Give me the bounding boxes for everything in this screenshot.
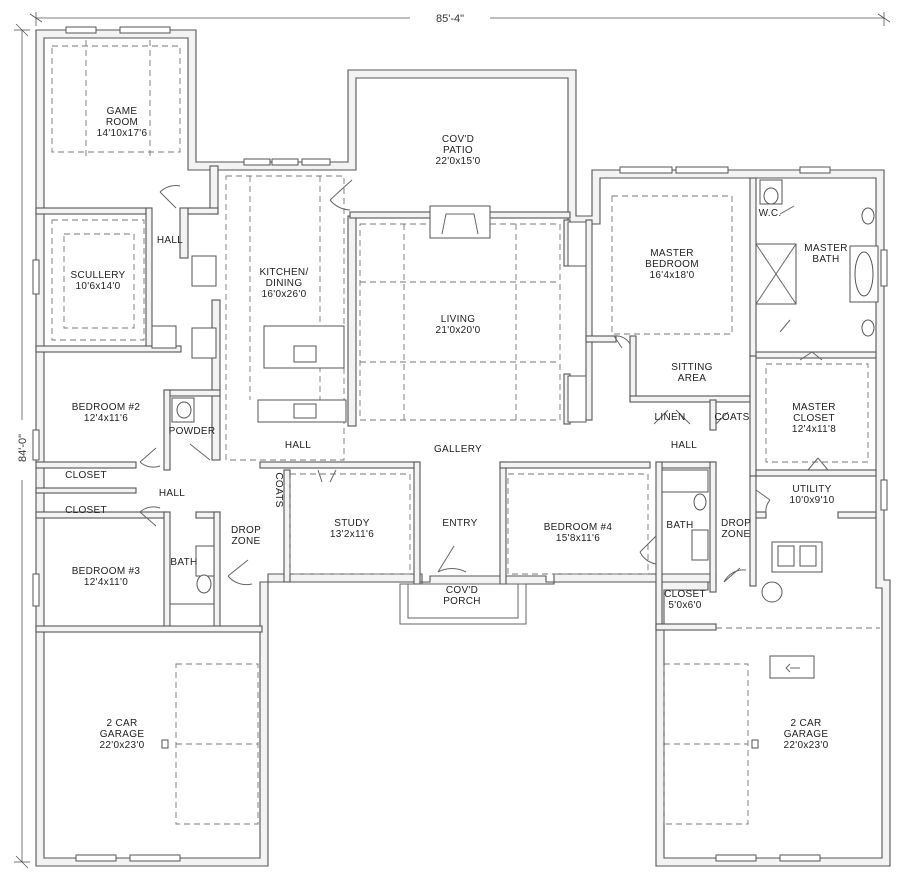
master-bedroom-size: 16'4x18'0 bbox=[650, 270, 695, 281]
drop-zone-right: DROP ZONE bbox=[721, 518, 751, 540]
garage-right-label-2: GARAGE bbox=[784, 729, 829, 740]
gallery-label: GALLERY bbox=[434, 444, 482, 455]
study-label: STUDY bbox=[334, 518, 369, 529]
closet-right-label: CLOSET bbox=[664, 589, 706, 600]
master-bedroom: MASTER BEDROOM 16'4x18'0 bbox=[645, 248, 699, 281]
covd-patio-label-2: PATIO bbox=[443, 145, 473, 156]
master-closet-label-1: MASTER bbox=[792, 402, 835, 413]
covd-patio-label-1: COV'D bbox=[442, 134, 474, 145]
garage-left-label-1: 2 CAR bbox=[107, 718, 138, 729]
garage-left: 2 CAR GARAGE 22'0x23'0 bbox=[100, 718, 145, 751]
closet-right-size: 5'0x6'0 bbox=[668, 600, 701, 611]
covd-patio-size: 22'0x15'0 bbox=[436, 156, 481, 167]
ceiling-lines bbox=[51, 40, 880, 825]
drop-zone-right-label-2: ZONE bbox=[722, 529, 751, 540]
master-bath-label-2: BATH bbox=[812, 254, 839, 265]
game-room-label-1: GAME bbox=[107, 106, 138, 117]
master-bath: MASTER BATH bbox=[804, 243, 847, 265]
kitchen-label-1: KITCHEN/ bbox=[259, 267, 308, 278]
drop-zone-left-label-2: ZONE bbox=[232, 536, 261, 547]
utility-size: 10'0x9'10 bbox=[790, 495, 835, 506]
master-bedroom-label-2: BEDROOM bbox=[645, 259, 699, 270]
fixtures bbox=[151, 179, 879, 749]
garage-right-label-1: 2 CAR bbox=[791, 718, 822, 729]
bedroom2-label: BEDROOM #2 bbox=[72, 402, 141, 413]
living-size: 21'0x20'0 bbox=[436, 325, 481, 336]
master-bath-label-1: MASTER bbox=[804, 243, 847, 254]
covd-porch-label-1: COV'D bbox=[446, 585, 478, 596]
bedroom4-label: BEDROOM #4 bbox=[544, 522, 613, 533]
bedroom-4: BEDROOM #4 15'8x11'6 bbox=[544, 522, 613, 544]
powder-label: POWDER bbox=[169, 426, 216, 437]
garage-right-size: 22'0x23'0 bbox=[784, 740, 829, 751]
coats-left-label: COATS bbox=[273, 472, 284, 507]
hall-upper-label: HALL bbox=[157, 235, 183, 246]
hall-left-label: HALL bbox=[159, 488, 185, 499]
drop-zone-right-label-1: DROP bbox=[721, 518, 751, 529]
covd-porch-label-2: PORCH bbox=[443, 596, 481, 607]
closet-right: CLOSET 5'0x6'0 bbox=[664, 589, 706, 611]
width-dimension: 85'-4" bbox=[436, 13, 464, 25]
scullery-label: SCULLERY bbox=[70, 270, 125, 281]
study-size: 13'2x11'6 bbox=[330, 529, 374, 540]
drop-zone-left: DROP ZONE bbox=[231, 525, 261, 547]
covd-patio: COV'D PATIO 22'0x15'0 bbox=[436, 134, 481, 167]
scullery: SCULLERY 10'6x14'0 bbox=[70, 270, 125, 292]
master-bedroom-label-1: MASTER bbox=[650, 248, 693, 259]
study: STUDY 13'2x11'6 bbox=[330, 518, 374, 540]
garage-left-size: 22'0x23'0 bbox=[100, 740, 145, 751]
sitting-area-label-1: SITTING bbox=[671, 362, 713, 373]
coats-right-label: COATS bbox=[714, 412, 749, 423]
kitchen-dining: KITCHEN/ DINING 16'0x26'0 bbox=[259, 267, 308, 300]
room-labels: GAME ROOM 14'10x17'6 COV'D PATIO 22'0x15… bbox=[65, 106, 847, 751]
doors bbox=[139, 179, 829, 586]
entry-label: ENTRY bbox=[442, 518, 477, 529]
game-room-label-2: ROOM bbox=[106, 117, 138, 128]
bath-left-label: BATH bbox=[170, 557, 197, 568]
living: LIVING 21'0x20'0 bbox=[436, 314, 481, 336]
depth-dimension: 84'-0" bbox=[17, 434, 29, 462]
wc-label: W.C. bbox=[759, 208, 782, 219]
bedroom2-size: 12'4x11'6 bbox=[84, 413, 128, 424]
windows bbox=[32, 26, 888, 862]
bedroom-2: BEDROOM #2 12'4x11'6 bbox=[72, 402, 141, 424]
utility-label: UTILITY bbox=[792, 484, 831, 495]
bedroom3-label: BEDROOM #3 bbox=[72, 566, 141, 577]
closet-a-label: CLOSET bbox=[65, 470, 107, 481]
bath-right-label: BATH bbox=[666, 520, 693, 531]
closet-b-label: CLOSET bbox=[65, 505, 107, 516]
garage-left-label-2: GARAGE bbox=[100, 729, 145, 740]
kitchen-label-2: DINING bbox=[266, 278, 303, 289]
game-room: GAME ROOM 14'10x17'6 bbox=[97, 106, 148, 139]
master-closet: MASTER CLOSET 12'4x11'8 bbox=[792, 402, 836, 435]
drop-zone-left-label-1: DROP bbox=[231, 525, 261, 536]
utility: UTILITY 10'0x9'10 bbox=[790, 484, 835, 506]
bedroom4-size: 15'8x11'6 bbox=[556, 533, 600, 544]
exterior-walls bbox=[35, 29, 891, 867]
master-closet-label-2: CLOSET bbox=[793, 413, 835, 424]
covd-porch: COV'D PORCH bbox=[443, 585, 481, 607]
kitchen-size: 16'0x26'0 bbox=[262, 289, 307, 300]
bedroom-3: BEDROOM #3 12'4x11'0 bbox=[72, 566, 141, 588]
scullery-size: 10'6x14'0 bbox=[76, 281, 121, 292]
sitting-area: SITTING AREA bbox=[671, 362, 713, 384]
game-room-size: 14'10x17'6 bbox=[97, 128, 148, 139]
master-closet-size: 12'4x11'8 bbox=[792, 424, 836, 435]
bedroom3-size: 12'4x11'0 bbox=[84, 577, 128, 588]
interior-walls bbox=[35, 165, 877, 633]
hall-center-label: HALL bbox=[285, 440, 311, 451]
linen-label: LINEN bbox=[655, 412, 686, 423]
living-label: LIVING bbox=[441, 314, 476, 325]
sitting-area-label-2: AREA bbox=[678, 373, 706, 384]
hall-right-label: HALL bbox=[671, 440, 697, 451]
garage-right: 2 CAR GARAGE 22'0x23'0 bbox=[784, 718, 829, 751]
